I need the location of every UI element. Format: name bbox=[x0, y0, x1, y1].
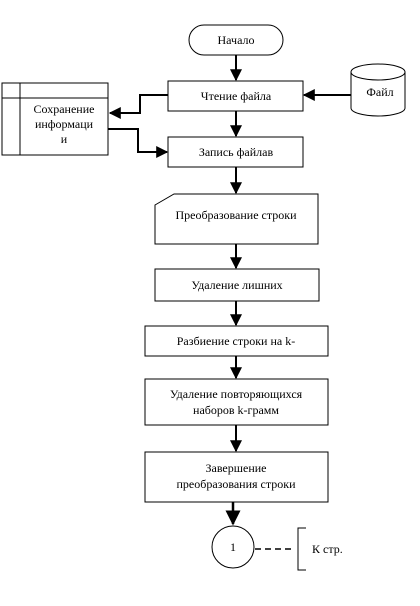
delete-extra-process: Удаление лишних bbox=[154, 268, 320, 302]
connector-label: 1 bbox=[230, 540, 236, 554]
annotation-bracket: К стр. bbox=[297, 527, 343, 571]
save-info-line-3: и bbox=[61, 132, 68, 146]
delete-extra-label: Удаление лишних bbox=[191, 278, 282, 292]
delete-repeats-line-2: наборов k-грамм bbox=[193, 403, 279, 417]
write-file-process: Запись файлав bbox=[167, 136, 304, 168]
delete-repeats-process: Удаление повторяющихся наборов k-грамм bbox=[144, 378, 329, 426]
page-connector: 1 bbox=[211, 525, 255, 569]
read-file-label: Чтение файла bbox=[201, 89, 272, 103]
file-storage-cylinder: Файл bbox=[350, 63, 406, 117]
arrow-read-to-save bbox=[108, 94, 168, 119]
arrow-save-to-write bbox=[108, 128, 169, 158]
split-label: Разбиение строки на k- bbox=[177, 334, 295, 348]
finish-line-1: Завершение bbox=[206, 461, 267, 475]
save-info-storage: Сохранение информаци и bbox=[1, 82, 109, 156]
file-storage-label: Файл bbox=[366, 85, 393, 99]
transform-label: Преобразование строки bbox=[175, 208, 297, 222]
transform-manual-input: Преобразование строки bbox=[154, 193, 319, 245]
finish-line-2: преобразования строки bbox=[176, 477, 296, 491]
start-label: Начало bbox=[218, 33, 255, 47]
read-file-process: Чтение файла bbox=[167, 80, 304, 112]
start-terminator: Начало bbox=[188, 24, 284, 56]
save-info-line-2: информаци bbox=[35, 117, 94, 131]
save-info-line-1: Сохранение bbox=[34, 102, 95, 116]
delete-repeats-line-1: Удаление повторяющихся bbox=[170, 387, 303, 401]
finish-process: Завершение преобразования строки bbox=[144, 451, 329, 503]
annotation-label: К стр. bbox=[312, 542, 343, 556]
split-process: Разбиение строки на k- bbox=[144, 325, 329, 357]
write-file-label: Запись файлав bbox=[199, 145, 274, 159]
